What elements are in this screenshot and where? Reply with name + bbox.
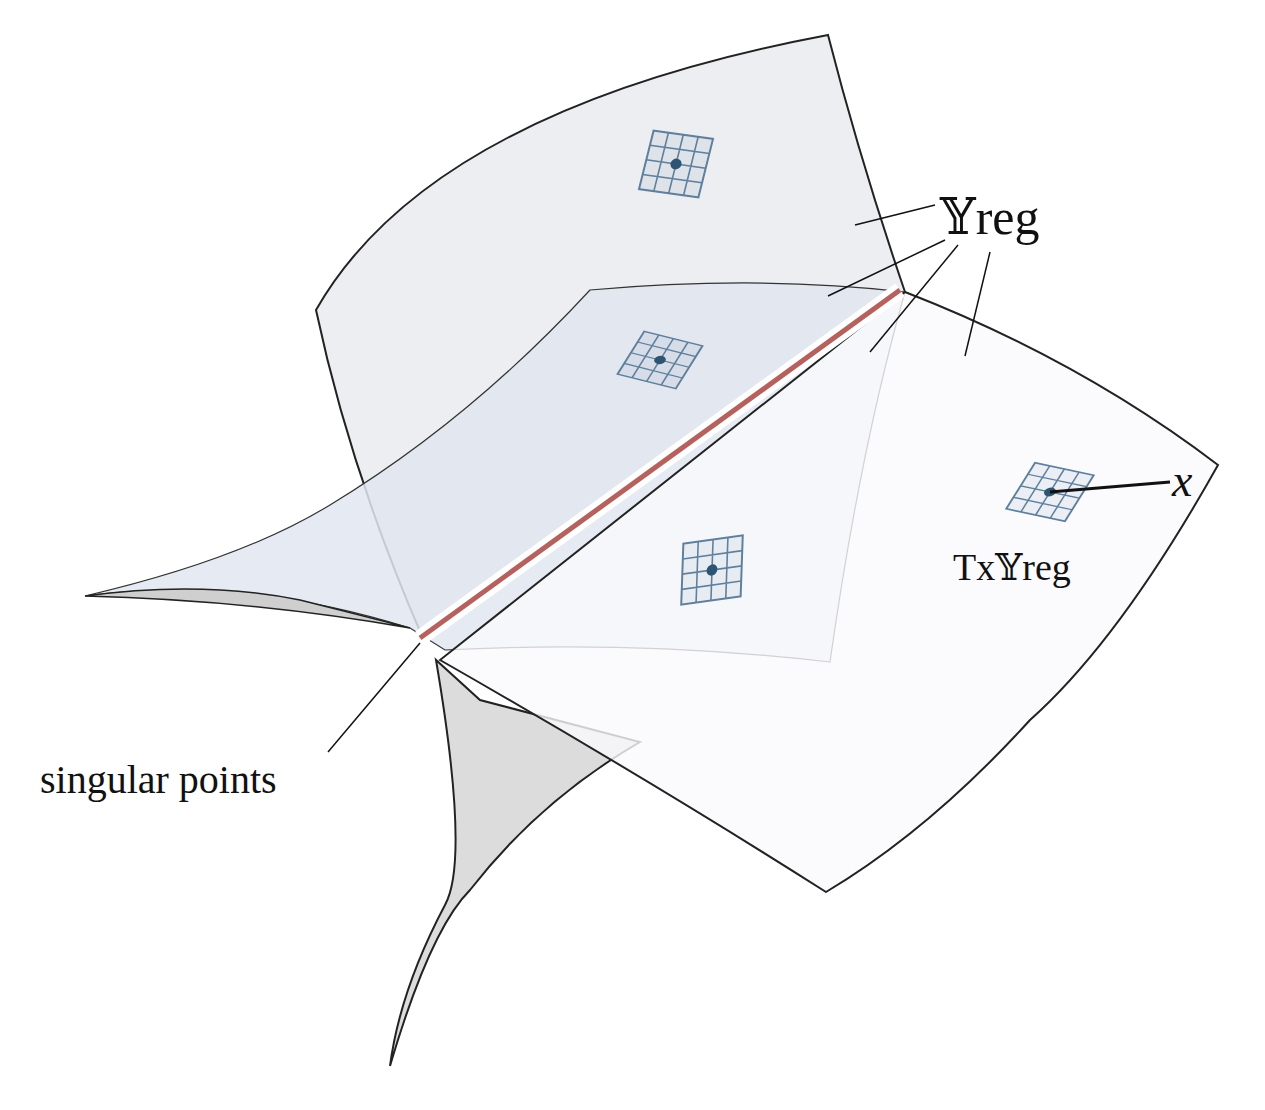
front-sheet (440, 292, 1218, 892)
stratum-label: 𝕐reg (940, 192, 1040, 242)
point-label: x (1172, 458, 1192, 504)
leader-lines (328, 205, 990, 752)
point-leader (1050, 482, 1170, 492)
tangent-space-label: Tx𝕐reg (953, 548, 1071, 586)
sheet-tail (85, 589, 410, 628)
singular-curve (420, 290, 900, 638)
singular-band (420, 290, 900, 638)
singular-label: singular points (40, 760, 277, 800)
